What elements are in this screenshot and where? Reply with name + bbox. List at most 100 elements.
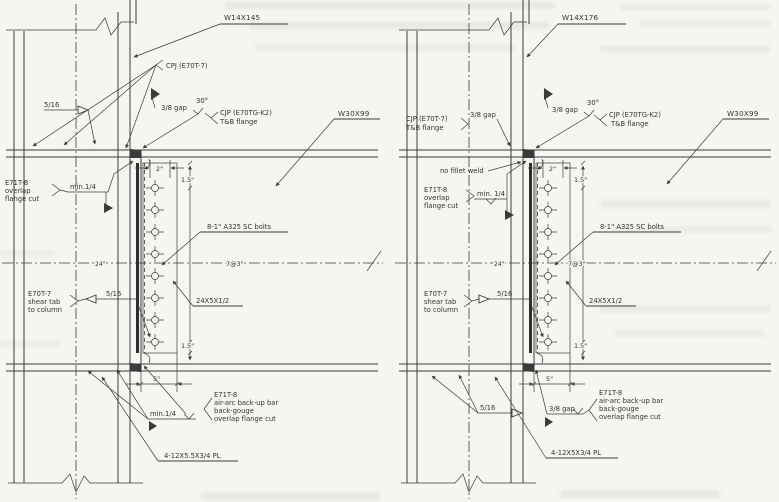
dim-bolt-column [533,160,586,392]
backup-bracket [203,397,213,421]
bolt [145,179,165,197]
bleed-through-smudge [0,250,55,257]
dim-2in-label: 2" [549,165,556,173]
column-size-leader [133,23,221,58]
bottom-weld-symbol [87,365,196,420]
bolt-callout: 8-1" A325 SC bolts [600,223,664,231]
cjp-label: CJP (E70TG-K2) [609,111,661,119]
weld-access-hole [143,158,151,170]
left-gap-leader [496,118,511,147]
dim-bolt-column [140,160,193,392]
bleed-through-smudge [620,4,770,10]
field-weld-flag [545,417,553,427]
bolt [145,289,165,307]
bleed-through-smudge [200,492,380,500]
bolt [538,289,558,307]
dim-2in [135,160,184,178]
bottom-flange-weld [130,363,141,372]
gap-label: 3/8 gap [552,106,578,114]
stiffener-leader [101,376,159,462]
weld-access-hole [143,352,151,364]
bolt [538,245,558,263]
shear-tab-weld-symbol [77,294,151,338]
stiffener-leader [494,376,547,459]
dim-5in-label: 5" [546,375,553,383]
bolt [145,333,165,351]
shear-tab-note-1: E70T-7 [424,290,447,298]
dim-1-5-top: 1.5" [574,176,587,184]
overlap-note-1: E71T-8 [5,179,28,187]
bolt [145,223,165,241]
flag-stem [543,93,549,109]
column-size-label: W14X176 [562,13,599,22]
overlap-bracket [465,189,475,203]
plate-callout-leader [565,280,587,307]
bleed-through-smudge [600,46,770,53]
column-lines [406,0,530,483]
left-gap-label: 3/8 gap [470,111,496,119]
bleed-through-smudge [255,44,515,51]
backup-note-2: air-arc back-up bar [599,397,663,405]
bottom-gap-label: 3/8 gap [549,405,575,413]
backup-note-2: air-arc back-up bar [214,399,278,407]
field-weld-flag [505,210,514,220]
dim-5in [126,381,192,387]
bevel-mark [192,107,204,115]
field-weld-flag [151,88,160,100]
cpj-label: CPJ (E70T-7) [166,62,208,70]
bolt-group [145,179,165,351]
bolt [145,311,165,329]
beam-break [366,250,382,272]
flag-stem [150,93,156,109]
left-cjp-bracket [460,117,469,131]
cjp-flange-label: T&B flange [610,120,649,128]
no-fillet-label: no fillet weld [440,167,484,175]
weld-access-hole [536,158,544,170]
shear-tab-note-3: to column [28,306,62,314]
backup-note-1: E71T-8 [599,389,622,397]
bleed-through-smudge [640,20,770,27]
bolt-group [538,179,558,351]
shear-tab-note-1: E70T-7 [28,290,51,298]
dim-bolt-spacing: 7@3" [568,260,586,268]
top-flange-weld [130,149,141,158]
dim-24: 24" [95,261,106,268]
shear-tab-weld-label: 5/16 [106,290,121,298]
backup-note-4: overlap flange cut [214,415,276,423]
shear-tab-note-2: shear tab [28,298,60,306]
overlap-weld-label: min. 1/4 [477,190,505,198]
backup-note-1: E71T-8 [214,391,237,399]
field-weld-flag [544,88,553,100]
bolt [538,201,558,219]
overlap-note-2: overlap [5,187,31,195]
bleed-through-smudge [0,340,60,347]
dim-1-5-top: 1.5" [181,176,194,184]
beam-size-label: W30X99 [727,109,759,118]
shear-tab-note-2: shear tab [424,298,456,306]
dim-5in [519,381,585,387]
bolt-callout-leader [554,231,594,266]
backup-bracket [582,398,598,422]
top-flange-weld [523,149,534,158]
plate-callout: 24X5X1/2 [589,297,622,305]
bottom-fillet-label: 5/16 [480,404,495,412]
bevel-angle-label: 30° [196,97,208,105]
column-lines [13,0,137,483]
cpj-leaders [32,59,164,149]
bevel-mark [583,109,595,117]
overlap-bracket [51,183,61,197]
backup-note-3: back-gouge [599,405,639,413]
beam-break [756,250,772,272]
bolt [145,201,165,219]
detail-left: 2" 1.5" 1.5" 7@3" 24" 5" W14X145 CP [2,0,383,499]
dim-5in-label: 5" [153,375,160,383]
column-bottom-break [8,473,143,493]
bottom-flange-weld [523,363,534,372]
beam-size-leader [666,118,724,185]
bleed-through-smudge [600,305,770,313]
plate-callout: 24X5X1/2 [196,297,229,305]
overlap-weld-label: min.1/4 [70,183,96,191]
column-bottom-break [401,473,536,493]
